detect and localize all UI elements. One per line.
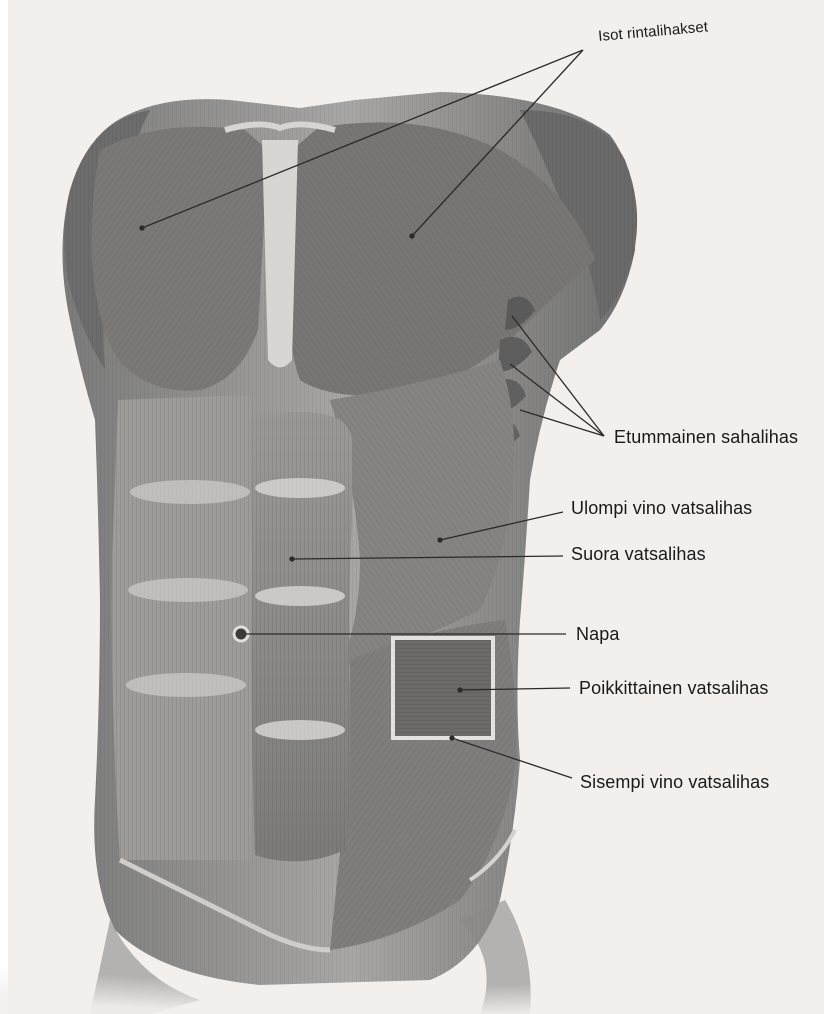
sternum	[262, 140, 298, 368]
label-internal-oblique: Sisempi vino vatsalihas	[580, 772, 769, 793]
label-transverse-abdominis: Poikkittainen vatsalihas	[579, 678, 769, 699]
label-navel: Napa	[576, 624, 619, 645]
label-serratus-anterior: Etummainen sahalihas	[614, 427, 798, 448]
navel	[234, 627, 248, 641]
label-external-oblique: Ulompi vino vatsalihas	[571, 498, 752, 519]
label-rectus-abdominis: Suora vatsalihas	[571, 544, 706, 565]
